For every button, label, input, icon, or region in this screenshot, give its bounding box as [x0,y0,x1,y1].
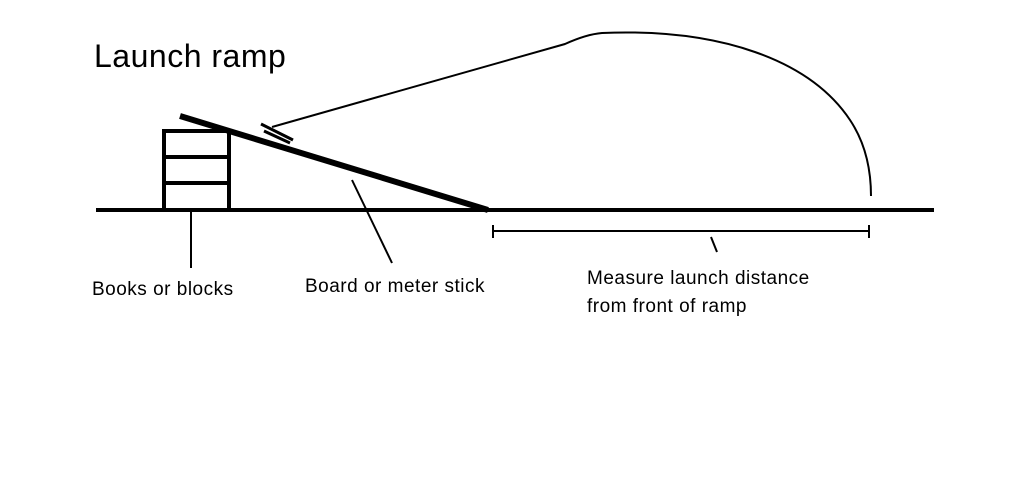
measure-label: Measure launch distance from front of ra… [587,265,810,321]
board-leader-line [351,179,393,264]
launch-marker [260,122,294,145]
board-label: Board or meter stick [305,276,485,297]
measure-leader-line [710,236,718,253]
book-bottom [162,181,231,212]
ramp-board [179,113,489,213]
book-middle [162,155,231,185]
distance-bracket [492,225,870,238]
measure-label-line-1: Measure launch distance [587,268,810,289]
measure-label-line-2: from front of ramp [587,296,747,317]
trajectory-arc [271,31,872,197]
book-top [162,129,231,159]
diagram-title: Launch ramp [94,38,287,74]
books-label: Books or blocks [92,279,234,300]
books-stack [162,129,231,212]
